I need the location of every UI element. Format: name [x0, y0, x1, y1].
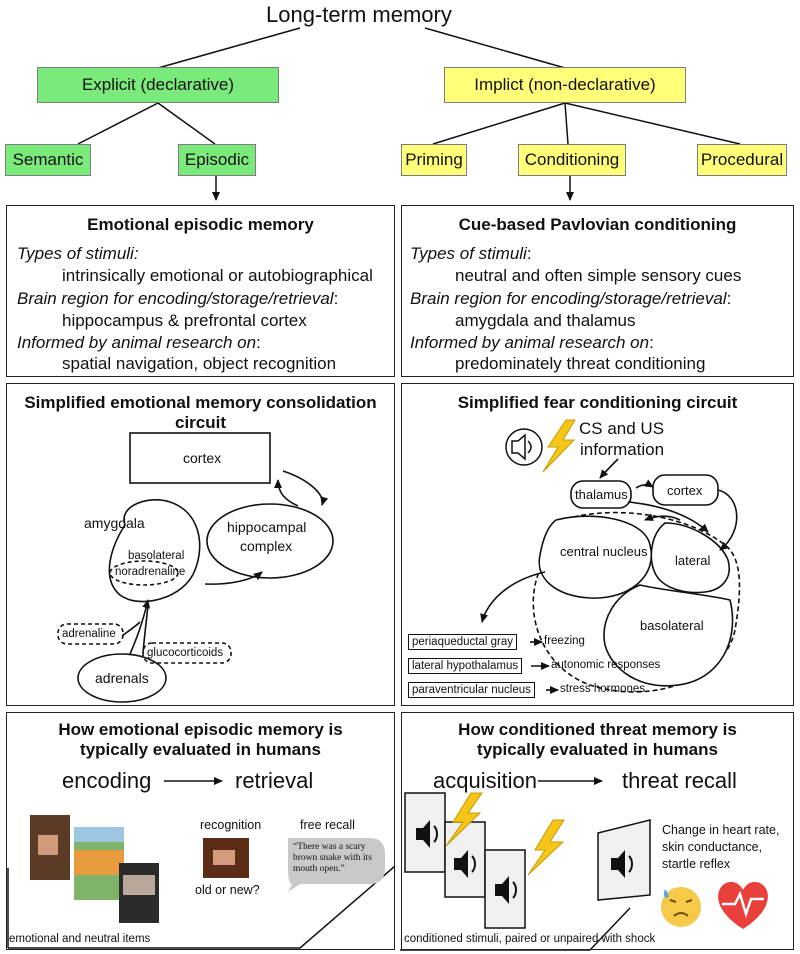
sweat-face-icon [661, 887, 701, 927]
pavlovian-box [401, 205, 794, 377]
cs-footer: conditioned stimuli, paired or unpaired … [404, 933, 656, 945]
right-stimuli-label-text: Types of stimuli [410, 244, 527, 263]
priming-node: Priming [401, 144, 467, 176]
episodic-node: Episodic [178, 144, 256, 176]
hippocampal-complex-shape [206, 503, 334, 579]
left-stimuli-value: intrinsically emotional or autobiographi… [62, 266, 373, 285]
emotional-episodic-box [6, 205, 395, 377]
right-stimuli-label: Types of stimuli: [410, 244, 532, 263]
autonomic-label: autonomic responses [551, 659, 661, 671]
conditioning-label: Conditioning [524, 150, 620, 169]
lateral-shape [650, 522, 730, 594]
consolidation-heading-1: Simplified emotional memory consolidatio… [24, 393, 377, 412]
tree-connectors [77, 27, 741, 201]
cs-us-label-2: information [580, 440, 665, 459]
explicit-node: Explicit (declarative) [37, 67, 279, 103]
lightning-icon-2 [527, 819, 565, 876]
recall-quote: “There was a scary brown snake with its … [293, 842, 372, 874]
recognition-label: recognition [200, 818, 262, 832]
episodic-eval-box [6, 712, 395, 950]
change-label-3: startle reflex [662, 857, 731, 871]
free-recall-label: free recall [300, 818, 355, 832]
left-region-label: Brain region for encoding/storage/retrie… [17, 289, 339, 308]
threat-recall-label: threat recall [622, 768, 737, 793]
speaker-symbols [416, 820, 625, 904]
items-footer: emotional and neutral items [9, 933, 151, 945]
amygdala-label: amygdala [84, 515, 145, 531]
consolidation-heading-2: circuit [174, 413, 227, 432]
change-label-1: Change in heart rate, [662, 823, 780, 837]
conditioning-node: Conditioning [518, 144, 626, 176]
change-label-2: skin conductance, [662, 840, 763, 854]
stress-label: stress hormones [560, 683, 646, 695]
central-nucleus-shape [538, 515, 653, 599]
encoding-label: encoding [62, 768, 152, 793]
threat-eval-heading-1: How conditioned threat memory is [458, 720, 737, 739]
glucocorticoids-label: glucocorticoids [147, 647, 224, 659]
right-stimuli-value: neutral and often simple sensory cues [455, 266, 742, 285]
episodic-eval-heading-2: typically evaluated in humans [80, 740, 321, 759]
pvn-box: paraventricular nucleus [408, 682, 535, 698]
basolateral-shape [603, 584, 734, 687]
threat-eval-heading-2: typically evaluated in humans [477, 740, 718, 759]
left-region-label-text: Brain region for encoding/storage/retrie… [17, 289, 334, 308]
retrieval-label: retrieval [235, 768, 314, 793]
left-region-value: hippocampus & prefrontal cortex [62, 311, 307, 330]
semantic-label: Semantic [12, 150, 84, 169]
right-region-label: Brain region for encoding/storage/retrie… [410, 289, 732, 308]
pavlovian-heading: Cue-based Pavlovian conditioning [458, 215, 737, 234]
priming-label: Priming [405, 150, 463, 169]
left-research-label-text: Informed by animal research on [17, 333, 257, 352]
consolidation-circuit [57, 432, 334, 703]
left-stimuli-label: Types of stimuli: [17, 244, 139, 263]
acquisition-label: acquisition [433, 768, 537, 793]
left-research-value: spatial navigation, object recognition [62, 354, 337, 373]
noradrenaline-label: noradrenaline [115, 566, 186, 578]
items-platform [7, 815, 396, 949]
implicit-label: Implict (non-declarative) [474, 75, 656, 94]
basolateral-label: basolateral [128, 550, 185, 562]
lightning-icon-1 [445, 792, 483, 847]
old-or-new-label: old or new? [195, 883, 260, 897]
procedural-node: Procedural [697, 144, 787, 176]
right-region-value: amygdala and thalamus [455, 311, 636, 330]
fear-circuit [480, 458, 741, 694]
right-research-label-text: Informed by animal research on [410, 333, 650, 352]
adrenaline-label: adrenaline [62, 628, 116, 640]
thalamus-label: thalamus [575, 487, 628, 502]
explicit-label: Explicit (declarative) [81, 75, 235, 94]
central-nucleus-label: central nucleus [560, 544, 648, 559]
semantic-node: Semantic [5, 144, 91, 176]
lh-box: lateral hypothalamus [408, 658, 523, 674]
episodic-eval-heading-1: How emotional episodic memory is [58, 720, 343, 739]
consolidation-box [6, 383, 395, 706]
right-research-value: predominately threat conditioning [455, 354, 706, 373]
fear-cortex-label: cortex [667, 483, 703, 498]
fear-circuit-heading: Simplified fear conditioning circuit [457, 393, 738, 412]
left-research-label: Informed by animal research on: [17, 333, 261, 352]
hippocampal-label-2: complex [240, 538, 293, 554]
right-region-label-text: Brain region for encoding/storage/retrie… [410, 289, 727, 308]
emotional-episodic-heading: Emotional episodic memory [87, 215, 314, 234]
right-research-label: Informed by animal research on: [410, 333, 654, 352]
speaker-icon-header [505, 428, 543, 466]
adrenals-shape [77, 653, 167, 703]
cs-us-label-1: CS and US [579, 419, 665, 438]
lateral-label: lateral [675, 553, 711, 568]
title-long-term-memory: Long-term memory [266, 2, 452, 27]
episodic-label: Episodic [184, 150, 250, 169]
implicit-node: Implict (non-declarative) [444, 67, 686, 103]
pag-box: periaqueductal gray [408, 634, 518, 650]
fear-basolateral-label: basolateral [640, 618, 704, 633]
lightning-icon-header [542, 419, 576, 473]
fear-circuit-box [401, 383, 794, 706]
cortex-label: cortex [183, 450, 222, 466]
adrenals-label: adrenals [95, 670, 149, 686]
hippocampal-label-1: hippocampal [227, 519, 307, 535]
procedural-label: Procedural [700, 150, 784, 169]
threat-eval-box [401, 712, 794, 950]
freezing-label: freezing [544, 635, 585, 647]
